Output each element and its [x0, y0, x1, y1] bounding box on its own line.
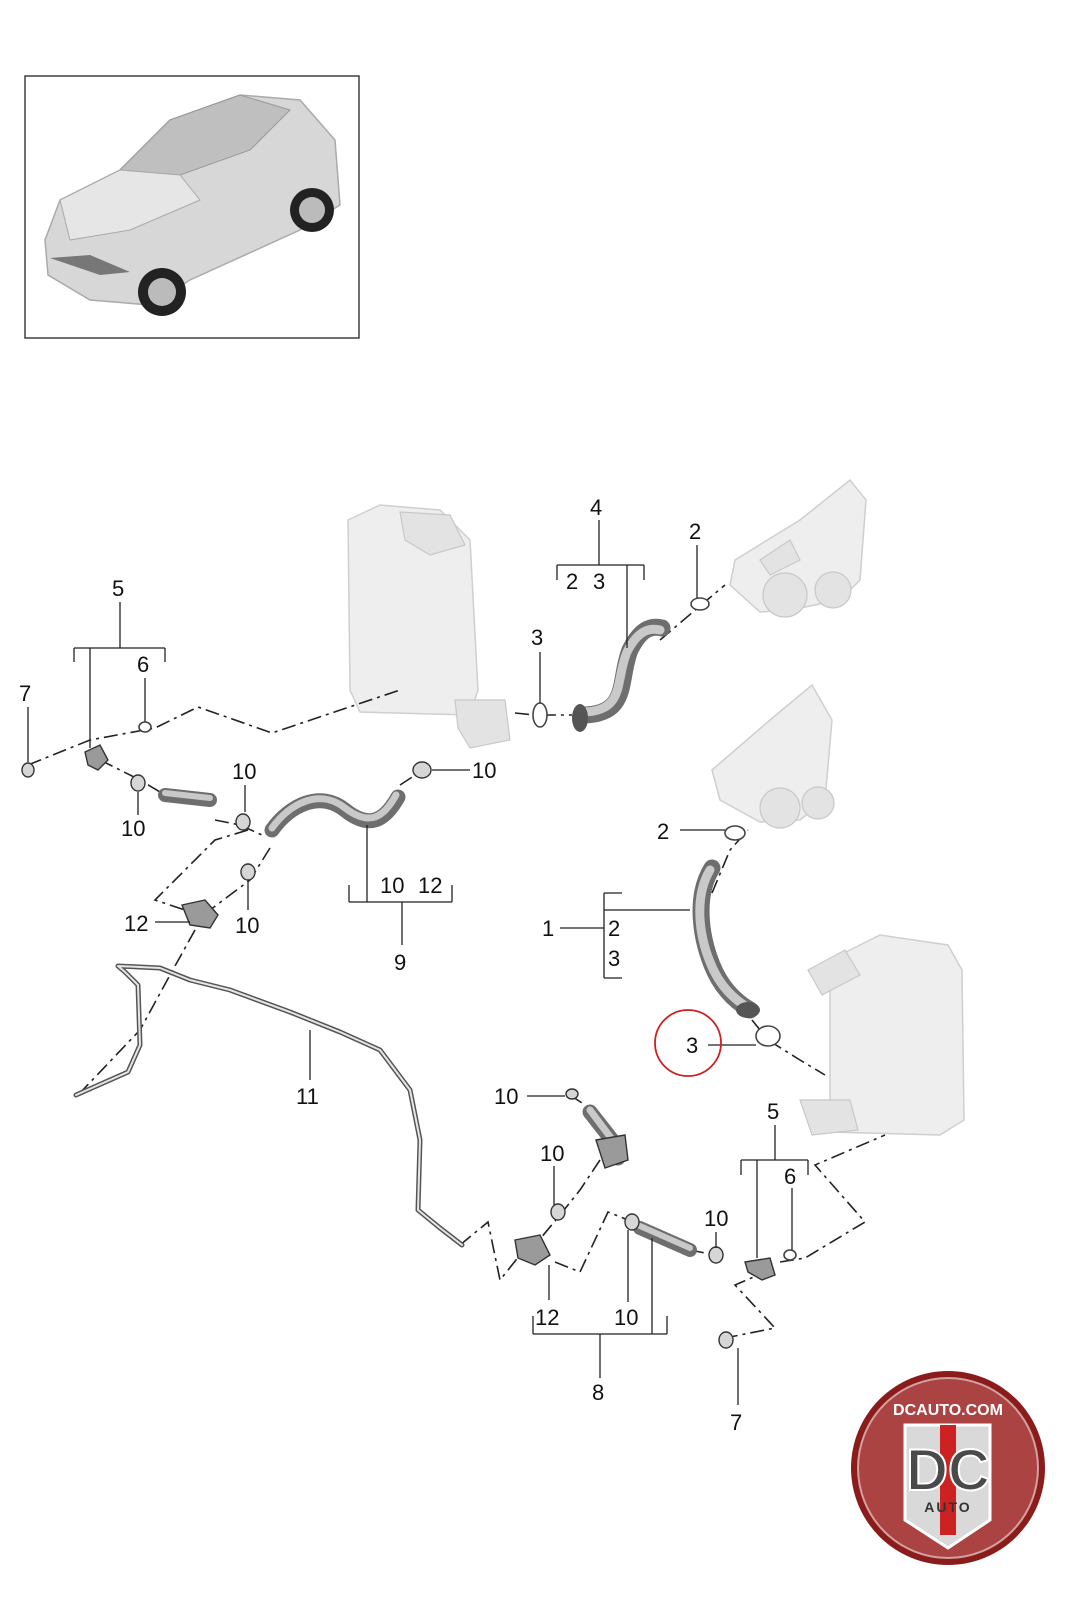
- callout-labels: 4 2 3 2 3 5 6 7 10 10 10 10 12 12 10 9 1…: [19, 495, 796, 1435]
- clamp-10a: [130, 774, 146, 792]
- o-ring-3-upper: [532, 702, 548, 728]
- clamp-10c: [412, 761, 432, 779]
- callout-1: 1: [542, 916, 554, 941]
- callout-5-left: 5: [112, 576, 124, 601]
- callout-6-right: 6: [784, 1164, 796, 1189]
- wiring-harness: [73, 963, 465, 1248]
- callout-4: 4: [590, 495, 602, 520]
- callout-7-left: 7: [19, 681, 31, 706]
- connector-5-right: [744, 1257, 776, 1281]
- callout-10-f: 10: [494, 1084, 518, 1109]
- o-ring-6-left: [138, 721, 152, 733]
- callout-9: 9: [394, 950, 406, 975]
- intercooler-right: [799, 934, 965, 1136]
- highlight-circle: [654, 1009, 722, 1077]
- callout-11: 11: [296, 1084, 319, 1109]
- callout-12-a: 12: [418, 873, 442, 898]
- callout-10-a: 10: [232, 759, 256, 784]
- callout-6-left: 6: [137, 652, 149, 677]
- clamp-10d: [240, 863, 256, 881]
- callout-12-left: 12: [124, 911, 148, 936]
- callout-3-upper: 3: [531, 625, 543, 650]
- callout-3-upper-a: 3: [593, 569, 605, 594]
- clamp-10b: [235, 813, 251, 831]
- vent-hose-right: [582, 1104, 697, 1257]
- callout-2-lower: 2: [657, 819, 669, 844]
- connector-5-left: [84, 744, 109, 771]
- elbow-fitting: [595, 1134, 629, 1169]
- logo-site-text: DCAUTO.COM: [893, 1402, 1003, 1419]
- callout-10-e: 10: [235, 913, 259, 938]
- bolt-7-left: [21, 762, 35, 778]
- vehicle-thumbnail: [24, 75, 360, 339]
- bolt-7-right: [718, 1331, 734, 1349]
- dcauto-logo: DCAUTO.COM DC AUTO: [851, 1371, 1045, 1565]
- leader-lines: [27, 520, 809, 1405]
- callout-10-i: 10: [614, 1305, 638, 1330]
- callout-10-b: 10: [472, 758, 496, 783]
- callout-2-bracket-1: 2: [608, 916, 620, 941]
- o-ring-3-lower: [755, 1025, 781, 1047]
- clamp-10f: [550, 1203, 566, 1221]
- valve-12-left: [181, 899, 219, 929]
- turbocharger-upper: [729, 478, 867, 618]
- o-ring-2-upper: [690, 597, 710, 611]
- callout-3-bracket-1: 3: [608, 946, 620, 971]
- callout-7-right: 7: [730, 1410, 742, 1435]
- o-ring-2-lower: [724, 825, 746, 841]
- valve-12-right: [514, 1234, 551, 1266]
- callout-10-h: 10: [704, 1206, 728, 1231]
- callout-10-d: 10: [380, 873, 404, 898]
- turbocharger-lower: [711, 683, 835, 829]
- o-ring-6-right: [783, 1249, 797, 1261]
- callout-5-right: 5: [767, 1099, 779, 1124]
- intercooler-left: [347, 504, 511, 749]
- charge-air-hose-lower: [692, 859, 760, 1019]
- charge-air-hose-upper: [572, 618, 671, 732]
- callout-3-lower: 3: [686, 1033, 698, 1058]
- logo-sub: AUTO: [924, 1499, 971, 1515]
- vent-hose-left: [158, 788, 406, 838]
- callout-8: 8: [592, 1380, 604, 1405]
- callout-2-upper: 2: [689, 519, 701, 544]
- clamp-10e: [565, 1088, 579, 1100]
- callout-10-c: 10: [121, 816, 145, 841]
- callout-12-right: 12: [535, 1305, 559, 1330]
- logo-mark: DC: [906, 1438, 990, 1503]
- clamp-10h: [708, 1246, 724, 1264]
- clamp-10g: [624, 1213, 640, 1231]
- callout-2-upper-a: 2: [566, 569, 578, 594]
- callout-10-g: 10: [540, 1141, 564, 1166]
